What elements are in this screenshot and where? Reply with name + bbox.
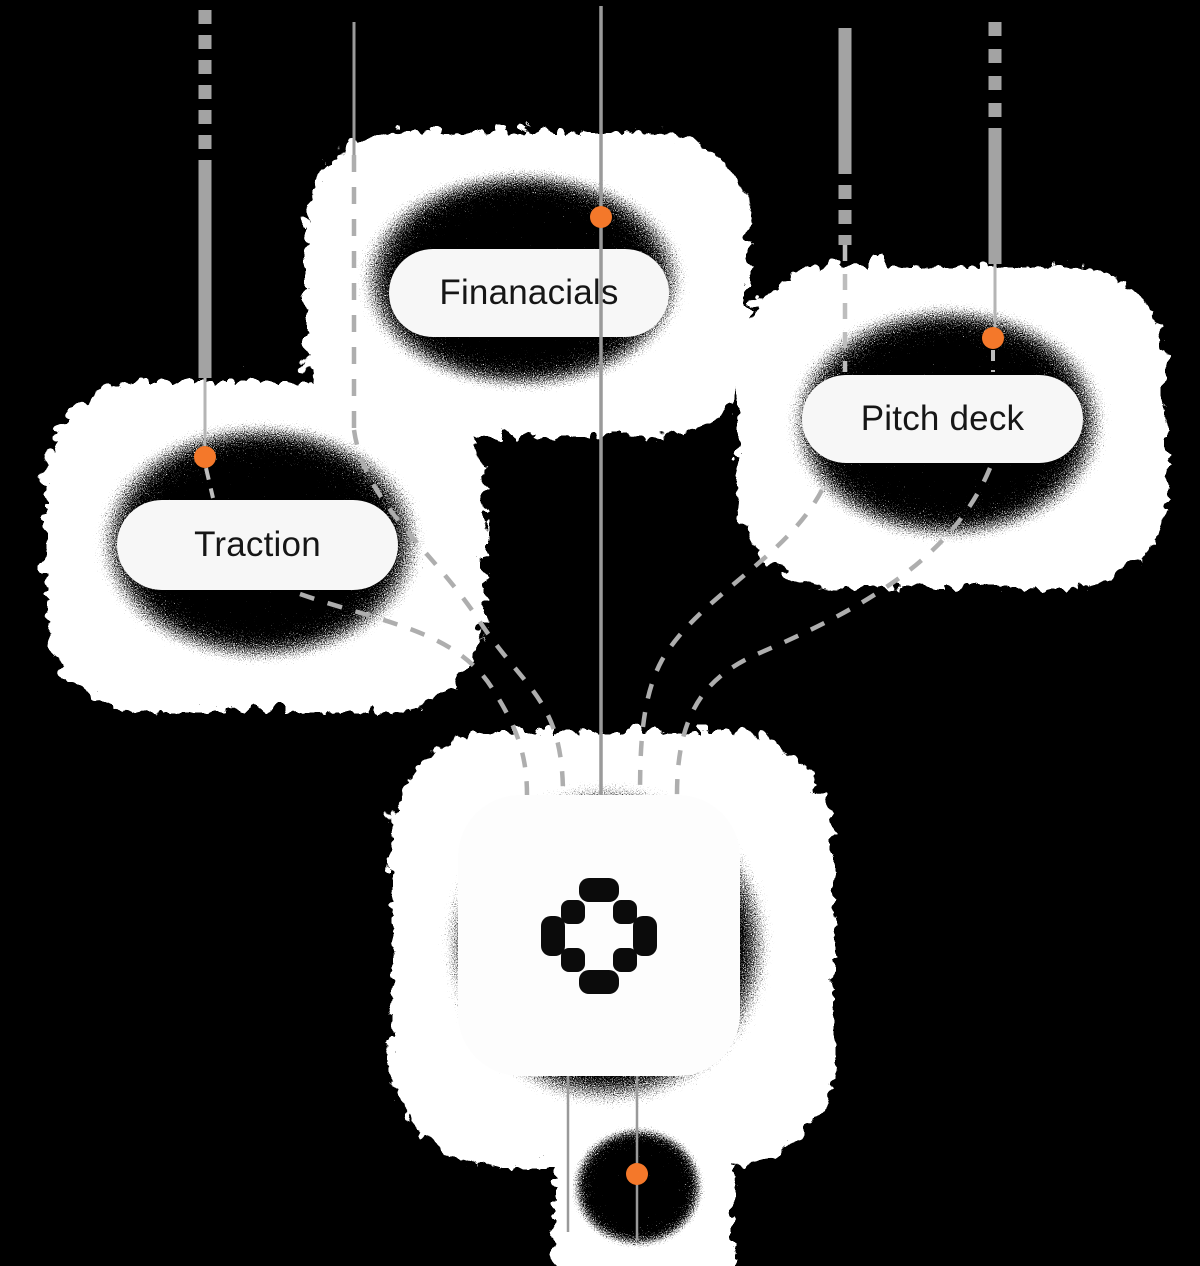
node-pill-traction[interactable]: Traction	[117, 500, 398, 590]
center-bottom-lobe-grain	[552, 1108, 724, 1266]
node-pill-traction-label: Traction	[194, 525, 321, 564]
node-pill-pitch-deck[interactable]: Pitch deck	[802, 375, 1083, 463]
pixel-cross-logo-icon	[541, 877, 657, 994]
node-pill-pitch-deck-label: Pitch deck	[860, 399, 1025, 438]
center-node[interactable]	[458, 795, 740, 1076]
node-pill-financials[interactable]: Finanacials	[389, 249, 669, 337]
node-pill-financials-label: Finanacials	[439, 273, 619, 312]
